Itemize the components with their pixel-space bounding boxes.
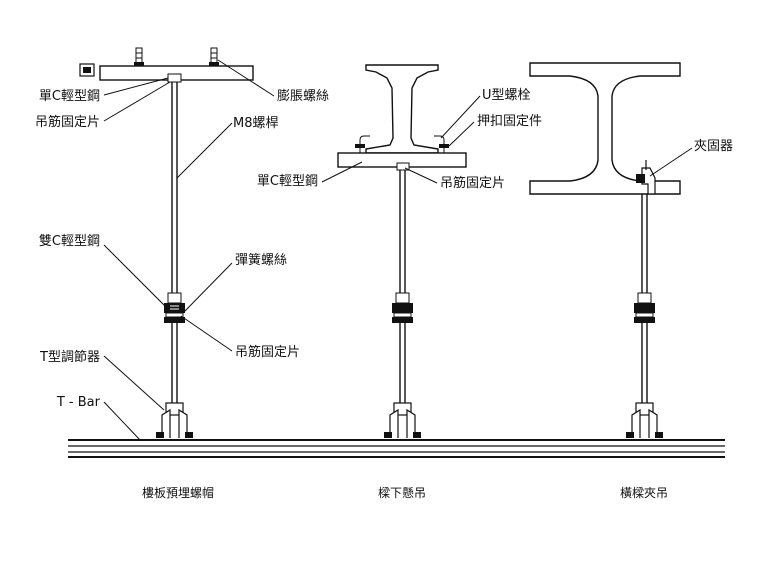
c-channel-end <box>79 63 95 77</box>
u-bolt-left <box>355 135 370 153</box>
spring-nut-right <box>634 292 655 323</box>
t-adjuster-left <box>156 402 193 438</box>
label-expansion-bolt: 膨脹螺絲 <box>277 89 329 104</box>
middle-hanger-assembly <box>337 64 467 438</box>
t-bar-rails <box>68 439 725 458</box>
label-hanger-plate-middle: 吊筋固定片 <box>440 175 505 191</box>
u-bolt-right <box>434 135 449 153</box>
label-hanger-plate-top: 吊筋固定片 <box>35 114 100 130</box>
i-beam-right <box>529 62 681 195</box>
right-hanger-assembly <box>529 62 681 438</box>
label-m8-rod: M8螺桿 <box>233 116 279 131</box>
m8-rod-left <box>171 82 178 403</box>
left-hanger-assembly <box>79 47 254 438</box>
label-t-adjuster: T型調節器 <box>39 350 100 365</box>
caption-middle: 樑下懸吊 <box>378 486 426 500</box>
t-adjuster-middle <box>384 402 421 438</box>
t-adjuster-right <box>626 402 663 438</box>
label-single-c-channel-left: 單C輕型鋼 <box>39 89 100 104</box>
expansion-bolt-right <box>209 47 219 67</box>
hanger-plate-middle <box>396 162 410 171</box>
caption-right: 橫樑夾吊 <box>620 486 668 500</box>
label-clamp-fixture: 押扣固定件 <box>477 114 542 129</box>
label-hanger-plate-mid: 吊筋固定片 <box>235 344 300 360</box>
i-beam-middle <box>365 64 439 154</box>
label-double-c-channel: 雙C輕型鋼 <box>39 234 100 249</box>
spring-nut-middle <box>392 292 413 323</box>
label-spring-nut: 彈簧螺絲 <box>235 252 287 268</box>
m8-rod-middle <box>399 170 406 403</box>
hanger-plate-top <box>167 73 182 83</box>
caption-left: 樓板預埋螺帽 <box>142 485 214 500</box>
label-t-bar: T - Bar <box>56 395 101 410</box>
label-beam-clamp: 夾固器 <box>694 139 733 154</box>
expansion-bolt-left <box>134 47 144 67</box>
labels: 單C輕型鋼 吊筋固定片 膨脹螺絲 M8螺桿 雙C輕型鋼 彈簧螺絲 吊筋固定片 T… <box>35 88 733 410</box>
label-u-bolt: U型螺栓 <box>482 88 531 103</box>
captions: 樓板預埋螺帽 樑下懸吊 橫樑夾吊 <box>142 485 668 500</box>
leader-lines <box>103 59 693 441</box>
spring-nut-left <box>164 292 185 323</box>
label-single-c-channel-middle: 單C輕型鋼 <box>257 174 318 189</box>
